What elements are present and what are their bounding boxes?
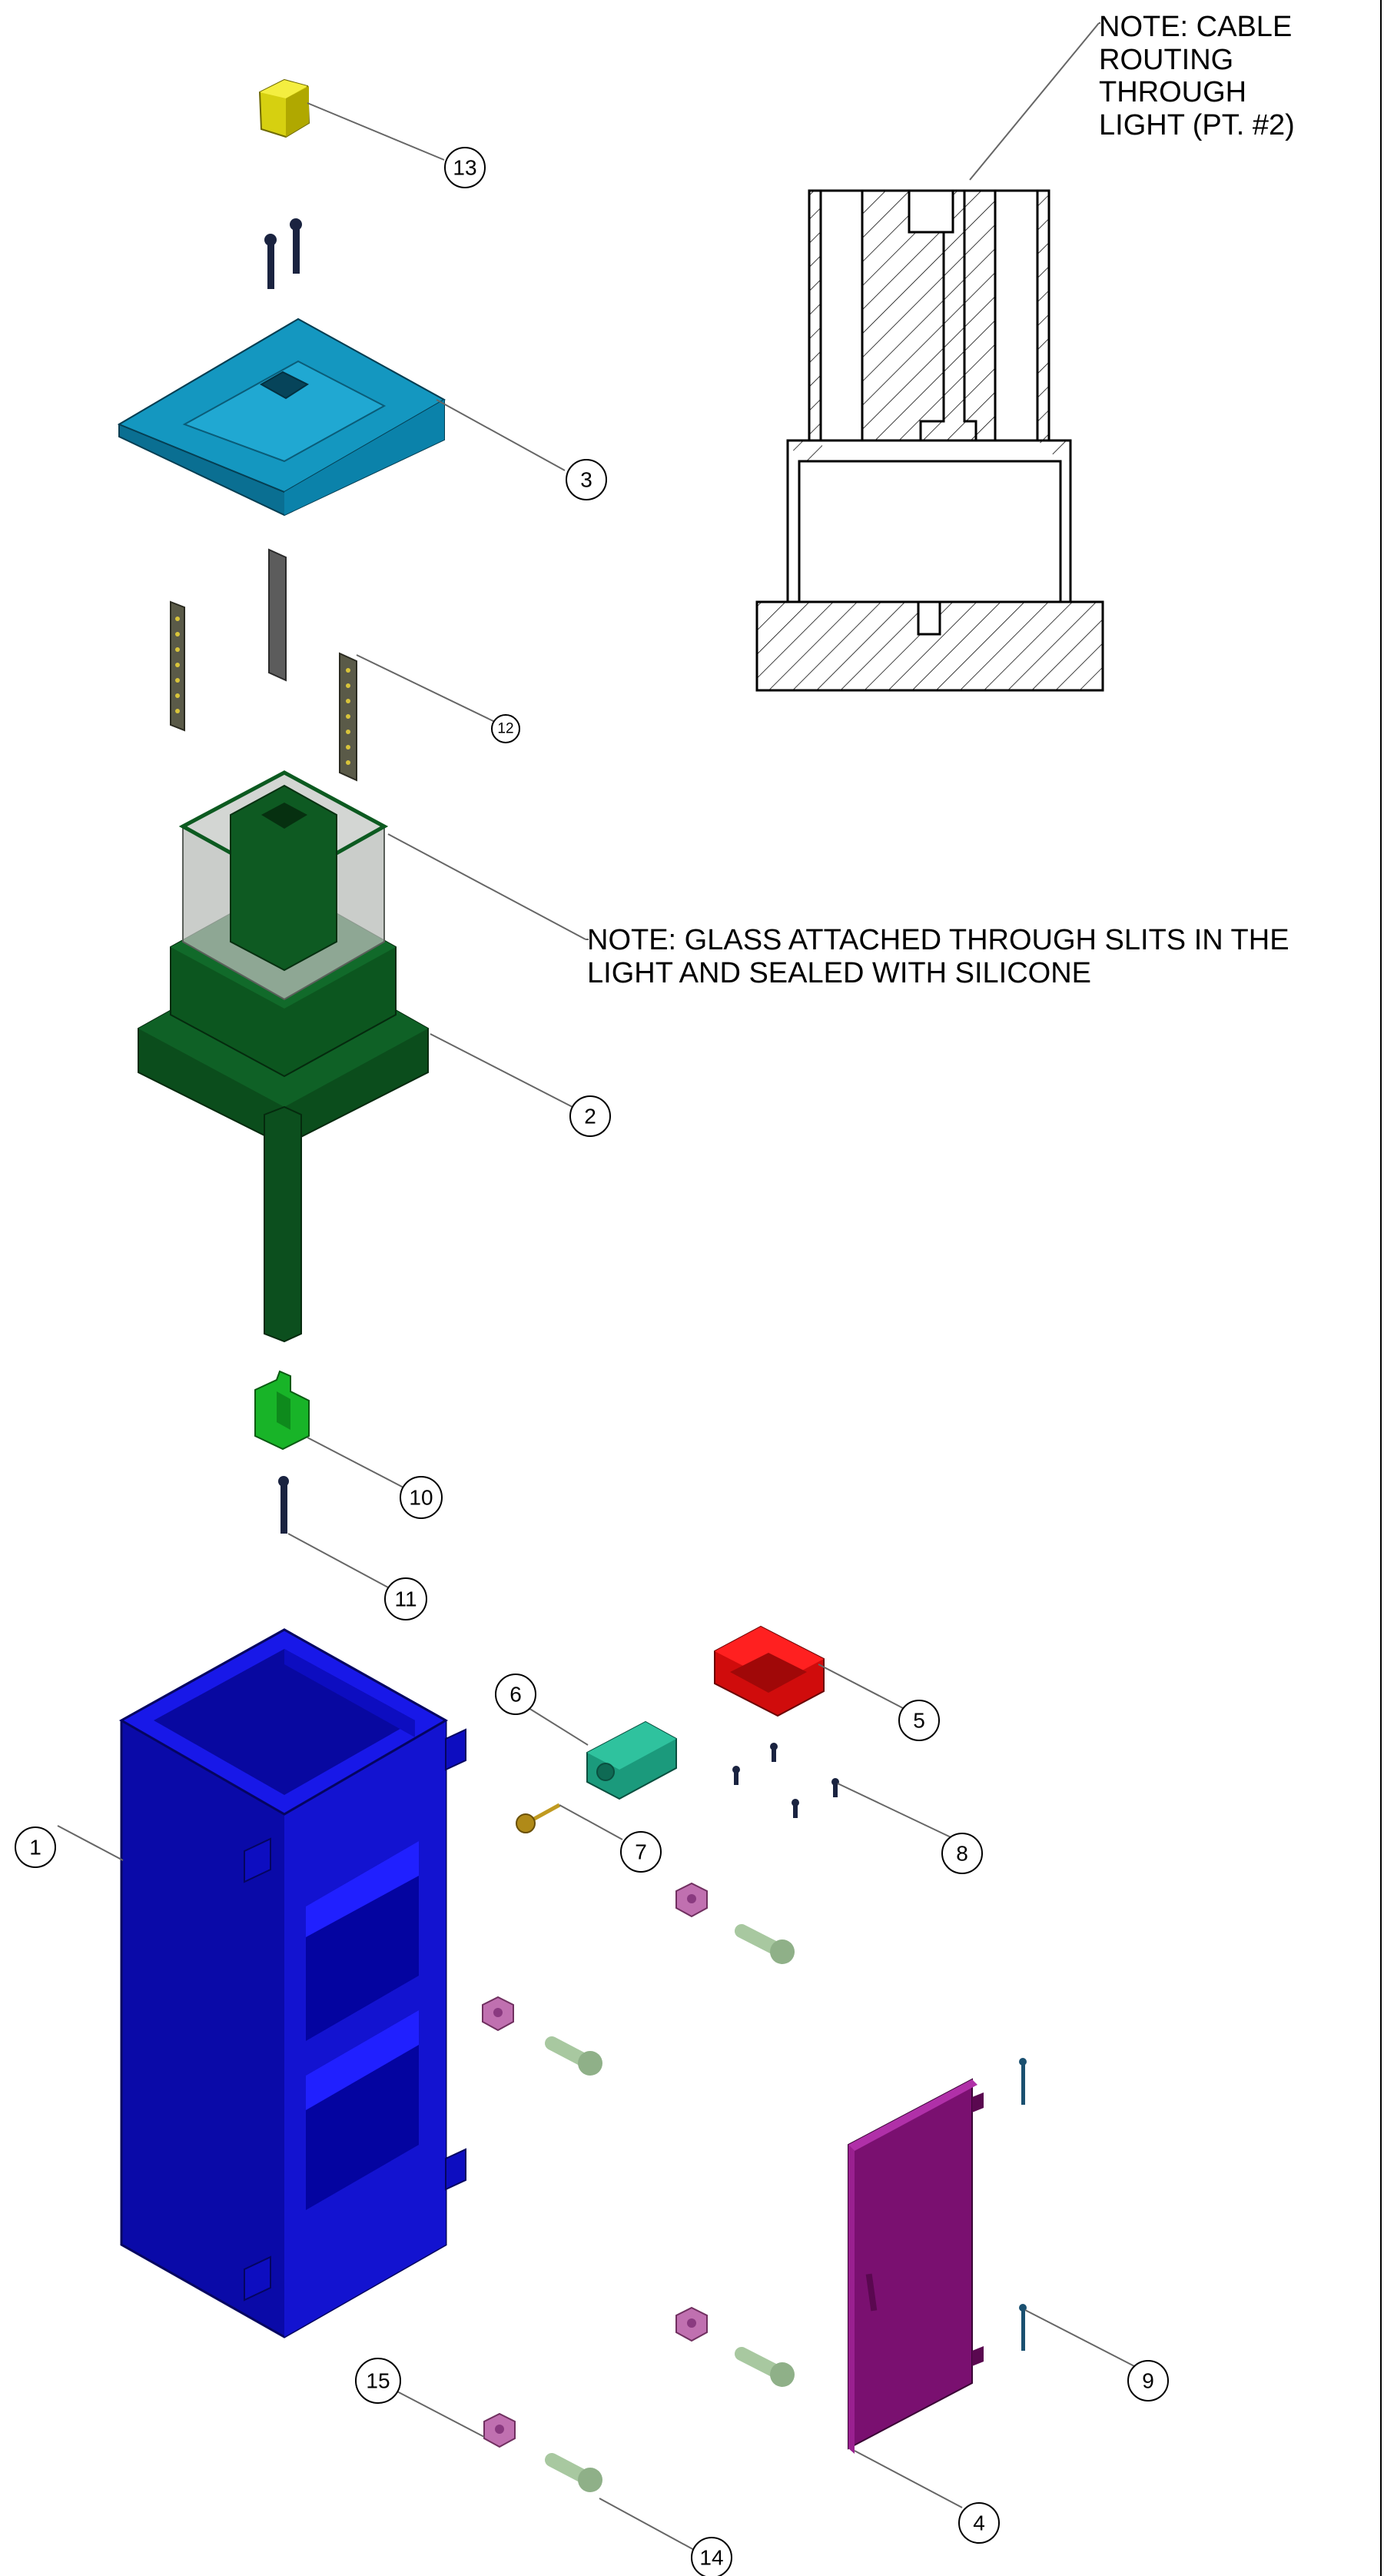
balloon-15: 15: [355, 2358, 401, 2404]
svg-text:11: 11: [394, 1587, 417, 1611]
svg-text:14: 14: [699, 2546, 723, 2570]
note-glass-attachment: NOTE: GLASS ATTACHED THROUGH SLITS IN TH…: [587, 924, 1289, 989]
balloon-9: 9: [1127, 2360, 1169, 2401]
part-4-door: [848, 2078, 984, 2454]
part-2-light: [138, 770, 429, 1343]
balloon-11: 11: [384, 1577, 427, 1620]
balloon-6: 6: [495, 1674, 536, 1715]
balloon-8: 8: [941, 1833, 983, 1874]
part-13-button: [258, 78, 310, 138]
balloon-13: 13: [444, 147, 486, 188]
part-12-led-strips: [170, 548, 357, 782]
svg-text:9: 9: [1142, 2369, 1154, 2393]
part-10-clip: [254, 1370, 310, 1451]
part-6-module: [586, 1720, 677, 1800]
svg-text:3: 3: [580, 468, 592, 492]
svg-text:4: 4: [973, 2511, 985, 2535]
part-1-housing: [118, 1628, 466, 2338]
part-11-screw: [278, 1476, 289, 1534]
balloon-4: 4: [958, 2502, 1000, 2544]
balloon-2: 2: [569, 1095, 611, 1137]
part-5-camera-holder: [714, 1625, 825, 1717]
part-7-gear: [516, 1803, 561, 1833]
svg-text:8: 8: [956, 1842, 968, 1866]
balloon-3: 3: [566, 459, 607, 500]
note-cable-routing: NOTE: CABLE ROUTING THROUGH LIGHT (PT. #…: [1099, 11, 1295, 141]
cap-screws: [264, 218, 302, 289]
svg-text:6: 6: [509, 1683, 522, 1707]
svg-text:10: 10: [409, 1486, 433, 1510]
balloon-10: 10: [400, 1476, 443, 1519]
balloon-1: 1: [15, 1826, 56, 1868]
hinge-hardware: [482, 1882, 795, 2492]
svg-text:12: 12: [497, 721, 513, 737]
leader-lines: [57, 22, 1135, 2551]
svg-text:1: 1: [29, 1836, 41, 1860]
part-8-screws: [732, 1743, 839, 1818]
svg-text:7: 7: [635, 1840, 647, 1864]
svg-text:15: 15: [366, 2369, 390, 2393]
part-9-hinge-pins: [1019, 2058, 1027, 2351]
balloon-14: 14: [691, 2537, 732, 2576]
section-view: [755, 189, 1104, 692]
balloon-5: 5: [898, 1700, 940, 1741]
balloon-7: 7: [620, 1831, 662, 1873]
svg-text:2: 2: [584, 1105, 596, 1128]
balloon-12: 12: [491, 714, 520, 743]
part-3-cap: [117, 317, 446, 517]
svg-text:13: 13: [453, 156, 476, 180]
svg-text:5: 5: [913, 1709, 925, 1733]
drawing-frame-border: [1380, 0, 1382, 2576]
